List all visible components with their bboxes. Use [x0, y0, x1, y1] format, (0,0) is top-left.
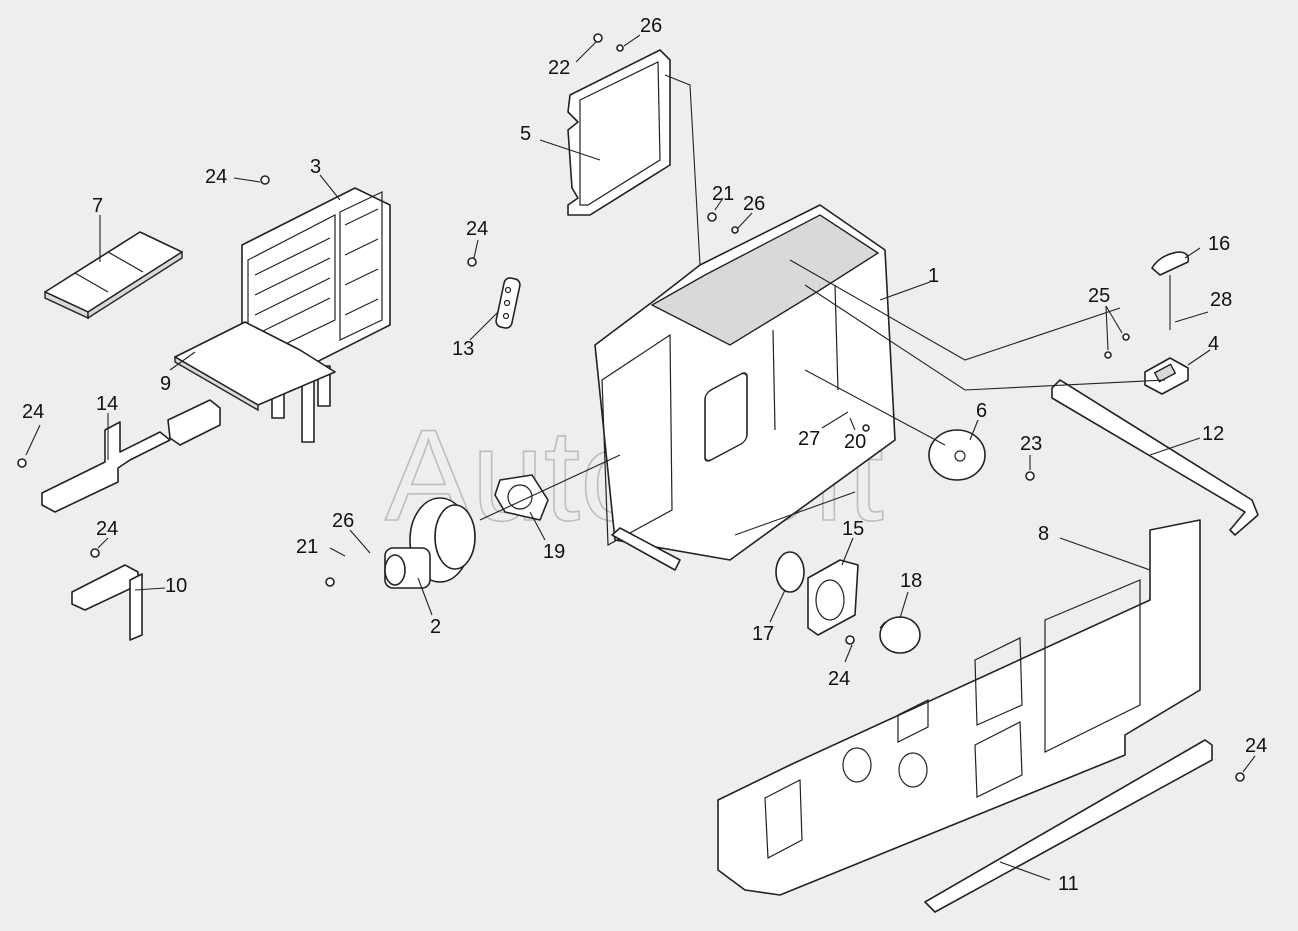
callout-4: 4: [1208, 333, 1219, 355]
callout-24a: 24: [205, 166, 227, 188]
part-6-round-plate: [928, 429, 986, 481]
callout-25: 25: [1088, 285, 1110, 307]
callout-12: 12: [1202, 423, 1224, 445]
callout-21b: 21: [712, 183, 734, 205]
part-13-grommet: [495, 277, 521, 329]
screws: [17, 33, 1245, 782]
callout-3: 3: [310, 156, 321, 178]
callout-8: 8: [1038, 523, 1049, 545]
callout-9: 9: [160, 373, 171, 395]
part-2-blower-motor: [384, 497, 476, 589]
callout-27: 27: [798, 428, 820, 450]
part-12-rail: [1051, 379, 1259, 536]
callout-10: 10: [165, 575, 187, 597]
part-9-tray: [174, 321, 336, 412]
part-19-gasket: [494, 474, 549, 521]
callout-19: 19: [543, 541, 565, 563]
assembly-lines: [479, 74, 1171, 536]
part-15-vent-grille: [807, 559, 859, 636]
callout-7: 7: [92, 195, 103, 217]
callout-17: 17: [752, 623, 774, 645]
callout-24f: 24: [1245, 735, 1267, 757]
part-16-knob: [1151, 251, 1190, 276]
callout-24e: 24: [828, 668, 850, 690]
callout-26c: 26: [332, 510, 354, 532]
callout-20: 20: [844, 431, 866, 453]
callout-24c: 24: [22, 401, 44, 423]
part-7-filter-pads: [44, 231, 183, 320]
callout-16: 16: [1208, 233, 1230, 255]
part-14-bracket: [41, 399, 221, 513]
callout-5: 5: [520, 123, 531, 145]
callout-23: 23: [1020, 433, 1042, 455]
part-1-housing: [594, 204, 896, 571]
callout-2: 2: [430, 616, 441, 638]
part-17-vent-ring: [775, 551, 805, 593]
callout-1: 1: [928, 265, 939, 287]
callout-26b: 26: [743, 193, 765, 215]
part-8-panel: [717, 519, 1201, 896]
callout-15: 15: [842, 518, 864, 540]
callout-24b: 24: [466, 218, 488, 240]
callout-11: 11: [1058, 873, 1079, 895]
callout-14: 14: [96, 393, 118, 415]
callout-13: 13: [452, 338, 474, 360]
callout-28: 28: [1210, 289, 1232, 311]
callout-18: 18: [900, 570, 922, 592]
part-11-strip: [924, 739, 1213, 913]
part-3-heater-core: [241, 187, 391, 443]
part-18-vent-nozzle: [879, 616, 921, 654]
callout-leaders: [25, 34, 1256, 881]
callout-24d: 24: [96, 518, 118, 540]
callout-26a: 26: [640, 15, 662, 37]
callout-22: 22: [548, 57, 570, 79]
part-5-cover-plate: [567, 49, 671, 216]
callout-21a: 21: [296, 536, 318, 558]
callout-6: 6: [976, 400, 987, 422]
part-10-l-bracket: [71, 564, 143, 641]
callout-labels: 1 2 3 4 5 6 7 8 9 10 11 12 13 14 15 16 1…: [22, 15, 1267, 895]
part-4-switch: [1144, 357, 1189, 395]
